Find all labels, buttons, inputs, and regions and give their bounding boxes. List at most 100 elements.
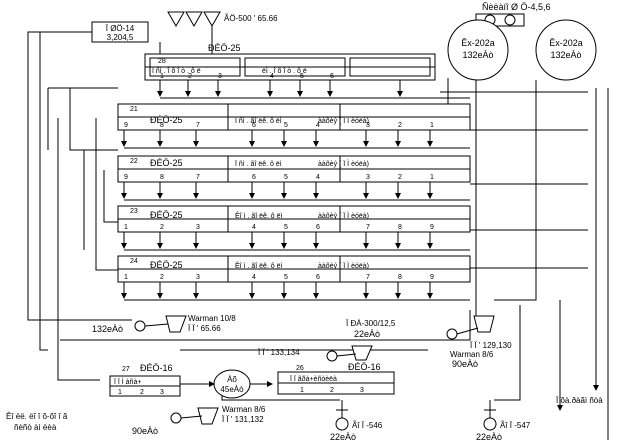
svg-text:6: 6 [316,274,320,281]
svg-text:9: 9 [124,122,128,129]
svg-text:3: 3 [366,174,370,181]
mill-26-tick: 3 [360,387,364,394]
mill-21-sec-a: Ï ñì . ãî ëê. ô ëì [235,117,282,125]
bottom-left-line1: Êî ëë. ëî î õ-õî î ã [6,412,68,421]
svg-text:7: 7 [366,274,370,281]
feeder-line1: Ï ØÖ-14 [106,24,135,33]
mill-26-type: ÐÉÖ-16 [348,362,381,372]
pump-right-power: 90еÀò [452,359,478,369]
svg-text:1: 1 [124,274,128,281]
bin-label: ÃÖ-500 ' 65.66 [224,14,278,23]
pump-bottom-name: Warman 8/6 [222,405,266,414]
mill-28-sec-b: ëì . î õ î ò . ô ë [262,68,307,75]
svg-text:3: 3 [218,73,222,80]
bottom-mill-26: 26 ÐÉÖ-16 Ï Ï ãðà+èñòèëà 1 2 3 [277,362,395,395]
svg-text:1: 1 [160,73,164,80]
svg-text:4: 4 [270,73,274,80]
mill-28-sec-a: Ï ñì . î õ î ò . ô ë [152,67,201,75]
svg-text:6: 6 [252,174,256,181]
svg-text:4: 4 [316,122,320,129]
svg-text:1: 1 [430,174,434,181]
mill-21-ticks: 9 8 7 6 5 4 3 2 1 [124,122,434,129]
svg-text:4: 4 [252,274,256,281]
mill-24-ticks: 1 2 3 4 5 6 7 8 9 [124,274,434,281]
svg-text:2: 2 [398,174,402,181]
pump-bottom [170,407,219,425]
top-label: Ñèëàíî Ø Ö-4,5,6 [482,2,551,12]
blower-547-power: 22еÀò [476,432,502,442]
mill-24: 24 ÐÉÖ-25 Êî ì . ãî ëê. ô ëì ààõèý ( Ï Ì… [117,255,471,283]
small-pump [326,345,373,362]
svg-text:6: 6 [330,73,334,80]
svg-text:8: 8 [398,224,402,231]
tank-line1: Ï ÐÀ-300/12,5 [346,319,396,328]
cyclone-left-line2: 132еÀò [462,50,493,60]
blower-546 [335,400,349,431]
compressor-line2: 45еÀò [220,385,244,394]
cyclone-circle-right [535,19,597,81]
hoppers [167,11,221,28]
mill-21-type: ÐÉÖ-25 [150,115,183,125]
pump-bottom-spec: Ï Ï ' 131,132 [222,415,264,424]
mill-23-sec-b: ààõèý ( Ï Ì èóëà) [318,211,369,220]
mill-27-tick: 1 [118,389,122,396]
svg-text:7: 7 [196,122,200,129]
blower-547 [483,400,497,431]
valve-icon [504,14,516,26]
svg-text:3: 3 [196,274,200,281]
mill-21-num: 21 [130,106,138,113]
svg-text:3: 3 [196,224,200,231]
mill-24-type: ÐÉÖ-25 [150,260,183,270]
mill-22: 22 ÐÉÖ-25 Ï ñì . ãî ëê. ô ëì ààõèý ( Ï Ì… [117,155,471,183]
mill-28-num: 28 [158,58,166,65]
mill-23: 23 ÐÉÖ-25 Êî ì . ãî ëê. ô ëì ààõèý ( Ï Ì… [117,205,471,233]
blower-547-label: Ãî Ï -547 [500,421,531,430]
svg-text:9: 9 [430,274,434,281]
bottom-left-line2: ñèñò àì ëèà [14,423,57,432]
small-pump-spec: Ï Ï ' 133,134 [258,348,300,357]
pump-right-spec: Ï Ï ' 129,130 [470,341,512,350]
pump-left-power: 132еÀò [92,324,123,334]
svg-text:7: 7 [196,174,200,181]
svg-text:5: 5 [284,224,288,231]
svg-text:8: 8 [160,174,164,181]
tank-line2: 22еÀò [354,329,380,339]
svg-text:3: 3 [366,122,370,129]
mill-26-tick: 2 [330,387,334,394]
svg-text:2: 2 [160,274,164,281]
svg-text:9: 9 [124,174,128,181]
svg-text:9: 9 [430,224,434,231]
cyclone-left-line1: Êх-202а [461,38,495,48]
pump-bottom-power: 90еÀò [132,426,158,436]
mill-21: 21 ÐÉÖ-25 Ï ñì . ãî ëê. ô ëì ààõèý ( Ï Ì… [117,103,471,131]
svg-text:8: 8 [398,274,402,281]
mill-26-sec: Ï Ï ãðà+èñòèëà [290,375,337,383]
svg-text:5: 5 [284,174,288,181]
svg-text:1: 1 [124,224,128,231]
svg-text:6: 6 [316,224,320,231]
mill-22-type: ÐÉÖ-25 [150,158,183,168]
mill-26-num: 26 [296,365,304,372]
blower-546-power: 22еÀò [330,432,356,442]
svg-text:4: 4 [316,174,320,181]
svg-text:5: 5 [284,274,288,281]
pump-left-name: Warman 10/8 [188,314,236,323]
svg-text:8: 8 [160,122,164,129]
pump-left [134,315,187,333]
compressor-line1: Àõ [227,375,237,384]
mill-23-type: ÐÉÖ-25 [150,210,183,220]
mill-24-sec-b: ààõèý ( Ï Ì èóëà) [318,261,369,270]
mill-22-num: 22 [130,158,138,165]
mill-24-sec-a: Êî ì . ãî ëê. ô ëì [235,261,283,270]
mill-27-type: ÐÉÖ-16 [140,363,173,373]
mill-28: 28 ÐÉÖ-25 Ï ñì . î õ î ò . ô ë ëì . î õ … [144,43,436,81]
svg-text:7: 7 [366,224,370,231]
svg-text:2: 2 [398,122,402,129]
mill-27-sec: Ï Ï Ì àñà+ [114,377,141,386]
right-label: Ï õà.ðàãì ñòà [556,396,603,405]
cyclone-circle-left [447,19,509,81]
svg-text:1: 1 [430,122,434,129]
mill-24-num: 24 [130,258,138,265]
svg-text:2: 2 [188,73,192,80]
